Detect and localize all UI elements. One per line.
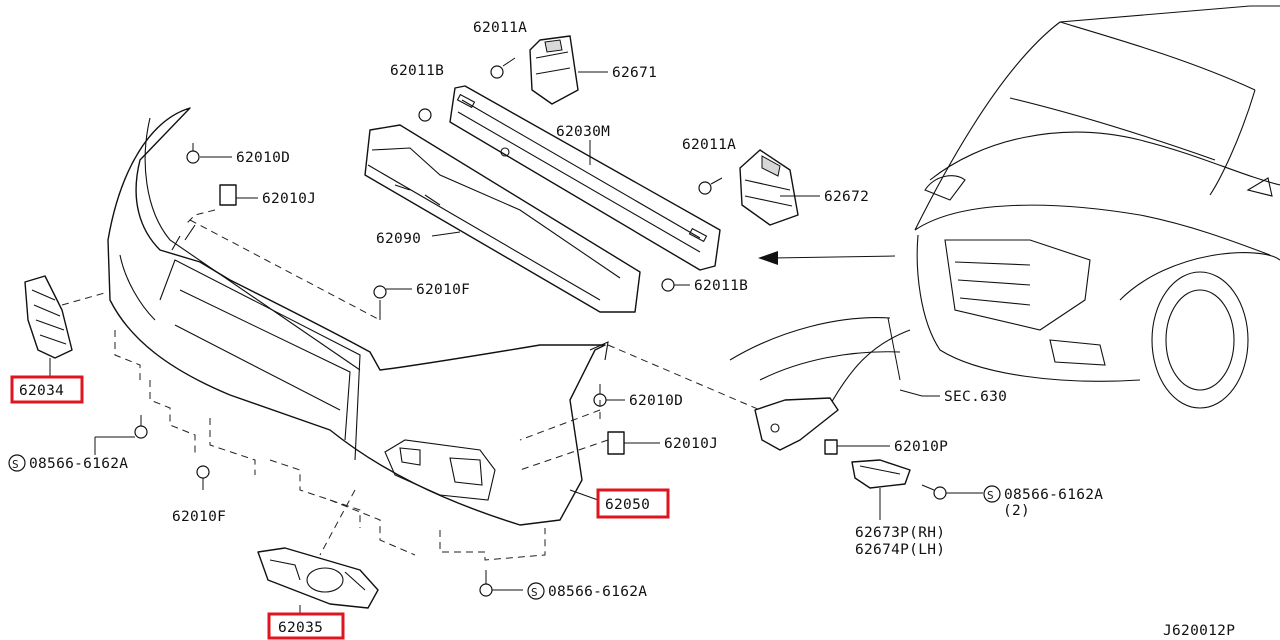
- side-grille-62034: [24, 275, 73, 359]
- screw-callout-right: S 08566-6162A (2): [983, 485, 1103, 519]
- label-62035: 62035: [278, 620, 323, 636]
- screw-symbol-left: S: [12, 458, 19, 471]
- label-62011a-mid: 62011A: [682, 137, 736, 153]
- car-illustration: [914, 5, 1280, 409]
- label-62030m: 62030M: [556, 124, 610, 140]
- highlight-62050: 62050: [596, 488, 670, 519]
- label-screw-bottom: 08566-6162A: [548, 584, 647, 600]
- label-62050: 62050: [605, 497, 650, 513]
- label-62034: 62034: [19, 383, 64, 399]
- label-62673p-rh: 62673P(RH): [855, 525, 945, 541]
- fog-lamp-finisher-62035: [257, 547, 379, 609]
- screw-callout-left: S 08566-6162A: [8, 454, 128, 472]
- label-62011b-top: 62011B: [390, 63, 444, 79]
- bracket-62671: [529, 35, 579, 105]
- label-62672: 62672: [824, 189, 869, 205]
- label-62011a-top: 62011A: [473, 20, 527, 36]
- label-62011b-bot: 62011B: [694, 278, 748, 294]
- leader-lines: [49, 71, 983, 614]
- label-62010j-mid: 62010J: [664, 436, 718, 452]
- label-sec-630: SEC.630: [944, 389, 1007, 405]
- fasteners: [134, 57, 947, 597]
- label-62010p: 62010P: [894, 439, 948, 455]
- highlight-62034: 62034: [10, 375, 84, 404]
- label-screw-right: 08566-6162A: [1004, 487, 1103, 503]
- part-labels: 62011A 62011B 62671 62030M 62011A 62672 …: [8, 20, 1235, 640]
- screw-symbol-right: S: [987, 489, 994, 502]
- label-62010f-bot: 62010F: [172, 509, 226, 525]
- energy-absorber-62090: [364, 124, 641, 313]
- label-62010f-top: 62010F: [416, 282, 470, 298]
- direction-arrow: [758, 251, 896, 265]
- screw-callout-bottom: S 08566-6162A: [527, 582, 647, 600]
- diagram-code: J620012P: [1163, 623, 1235, 639]
- screw-symbol-bottom: S: [531, 586, 538, 599]
- bracket-62672: [739, 149, 799, 226]
- label-screw-right-qty: (2): [1003, 503, 1030, 519]
- label-62674p-lh: 62674P(LH): [855, 542, 945, 558]
- label-62010d-top: 62010D: [236, 150, 290, 166]
- label-62090: 62090: [376, 231, 421, 247]
- label-62671: 62671: [612, 65, 657, 81]
- highlight-62035: 62035: [267, 612, 345, 640]
- front-bumper-fascia-62050: [107, 107, 609, 526]
- bumper-reinforcement-62030m: [449, 85, 721, 271]
- assembly-lines: [61, 209, 761, 561]
- label-screw-left: 08566-6162A: [29, 456, 128, 472]
- label-62010d-mid: 62010D: [629, 393, 683, 409]
- fender-section: [729, 317, 911, 489]
- label-62010j-top: 62010J: [262, 191, 316, 207]
